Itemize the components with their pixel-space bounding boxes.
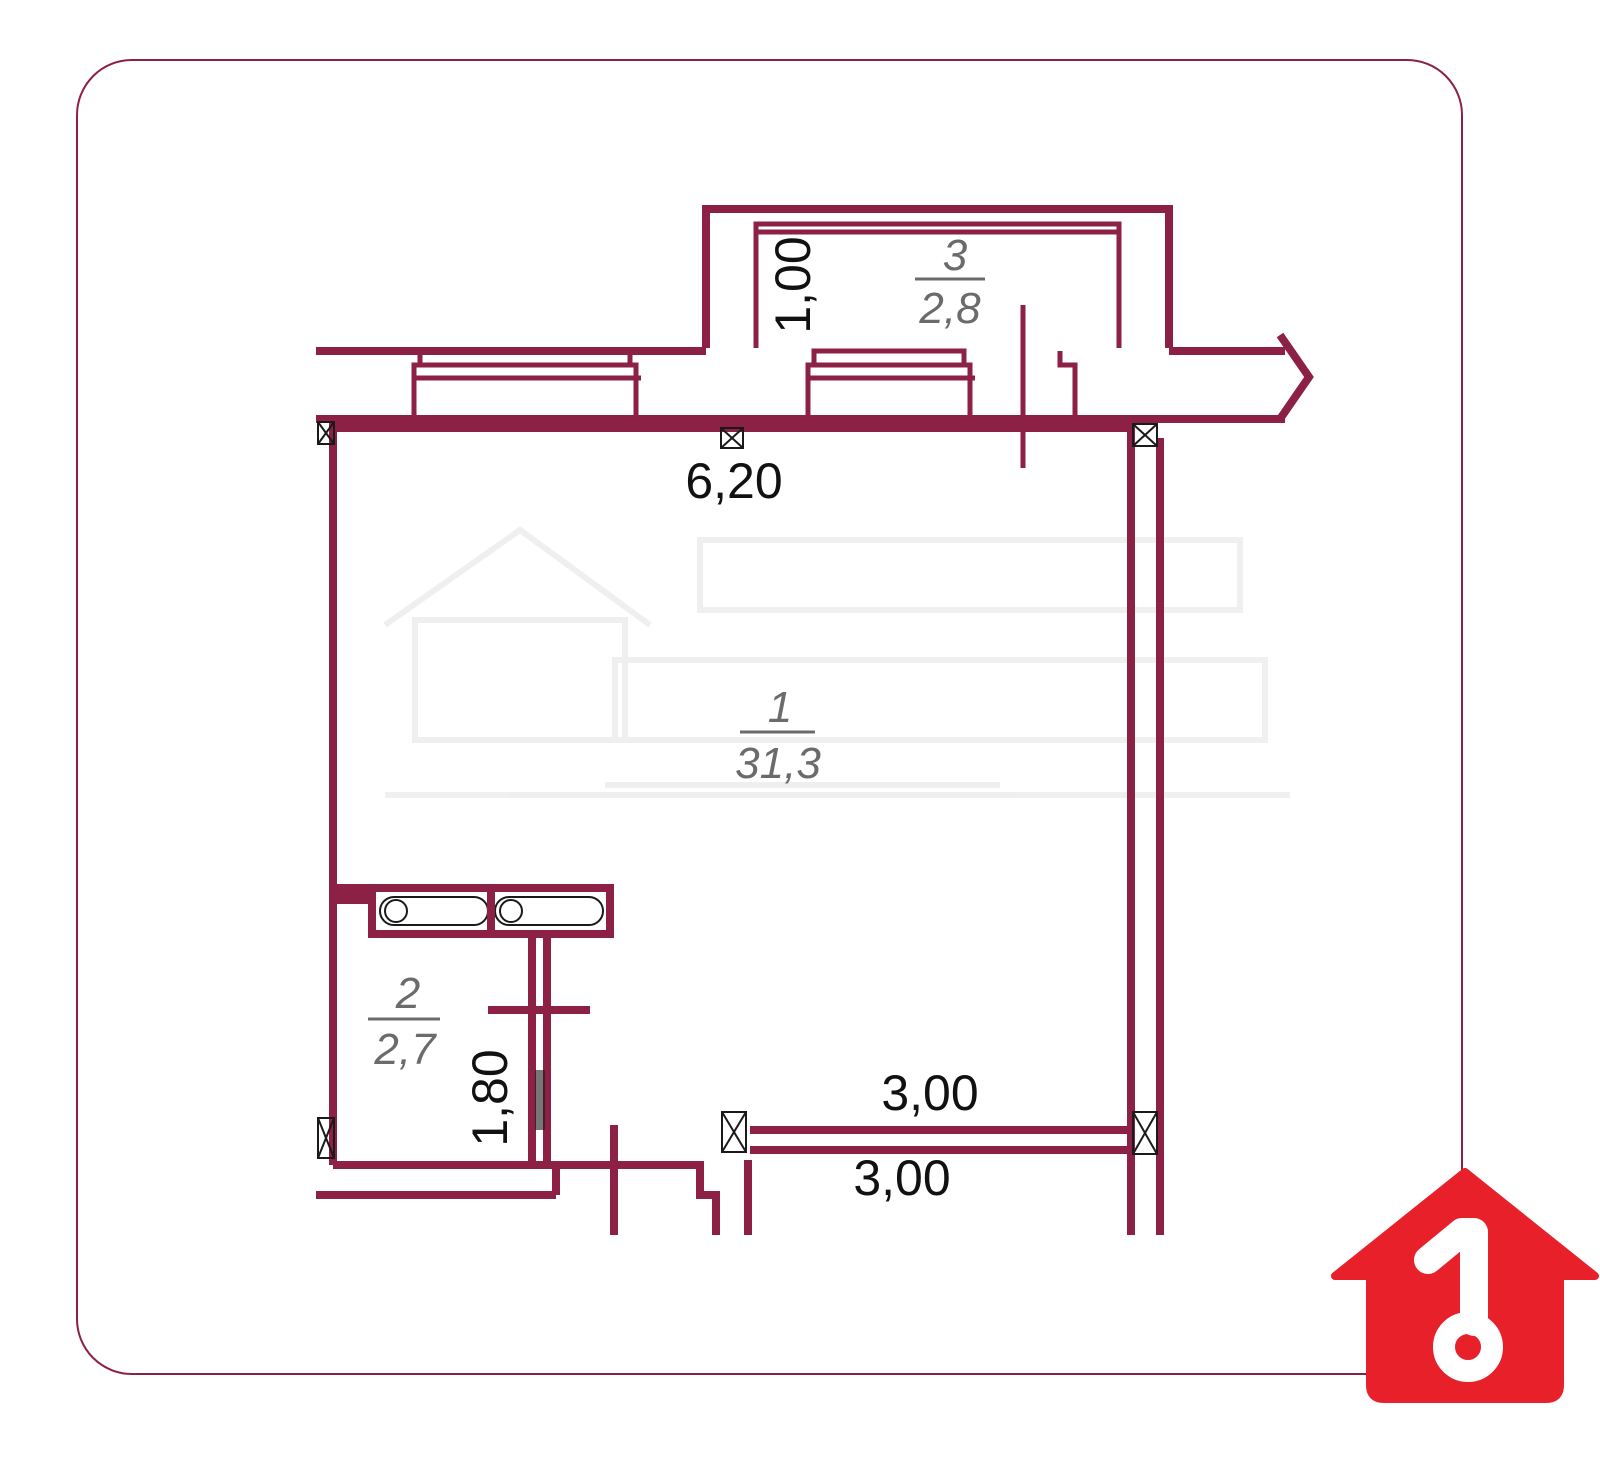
main-room-walls	[316, 415, 1285, 1235]
frame-border	[76, 59, 1463, 1375]
room-area: 31,3	[735, 739, 821, 788]
watermark-logo	[383, 526, 1290, 798]
room-label-1: 1 31,3	[735, 683, 821, 788]
room-number: 1	[768, 683, 792, 732]
closet	[337, 884, 614, 1165]
room-area: 2,7	[373, 1025, 437, 1074]
balcony-walls	[702, 205, 1173, 468]
room-area: 2,8	[918, 284, 981, 333]
room-number: 2	[395, 969, 420, 1018]
room-number: 3	[943, 231, 968, 280]
dimension-closet-length: 1,80	[462, 1049, 518, 1146]
dimension-bottom-outer: 3,00	[853, 1150, 950, 1206]
exterior-wall-top	[316, 332, 1314, 423]
room-label-2: 2 2,7	[368, 969, 440, 1074]
room-label-3: 3 2,8	[915, 231, 985, 333]
dimension-balcony-depth: 1,00	[765, 236, 821, 333]
column-markers	[317, 421, 1158, 1159]
dimension-bottom-inner: 3,00	[881, 1065, 978, 1121]
house-key-icon	[1331, 1168, 1599, 1403]
dimension-top-width: 6,20	[685, 453, 782, 509]
